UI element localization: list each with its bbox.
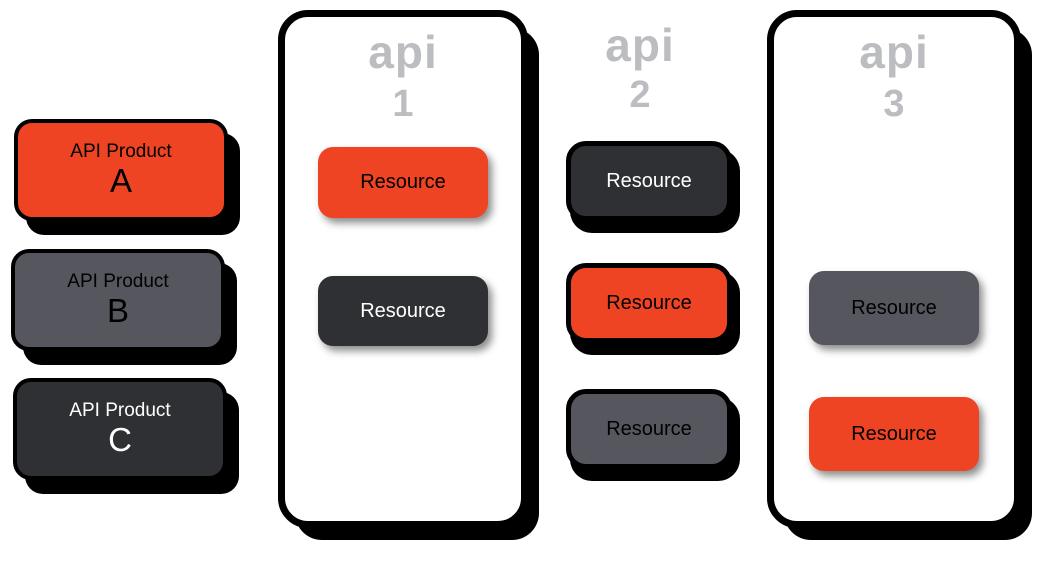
api-1-resource-2-label: Resource <box>360 299 446 322</box>
api-3-title-number: 3 <box>883 83 905 125</box>
api-1-resource-2: Resource <box>318 276 488 346</box>
api-3-resource-1-label: Resource <box>851 296 937 319</box>
api-product-b-letter: B <box>106 292 129 329</box>
api-3-container: api 3 Resource Resource <box>767 10 1021 528</box>
api-product-a-label: API Product <box>70 141 172 162</box>
api-2-title: api 2 <box>565 0 715 117</box>
api-2-title-word: api <box>605 19 675 71</box>
api-1-title-word: api <box>368 26 438 78</box>
api-2-resource-1-label: Resource <box>606 169 692 192</box>
api-1-resource-1: Resource <box>318 147 488 218</box>
api-product-b-box: API Product B <box>11 249 225 351</box>
api-1-title-number: 1 <box>392 83 414 125</box>
api-3-title-word: api <box>859 26 929 78</box>
api-2-title-number: 2 <box>629 74 651 116</box>
api-3-resource-1: Resource <box>809 271 979 345</box>
api-2-resource-3-label: Resource <box>606 417 692 440</box>
api-2-resource-2: Resource <box>566 263 732 343</box>
api-2-resource-2-label: Resource <box>606 291 692 314</box>
api-3-resource-2: Resource <box>809 397 979 471</box>
api-1-resource-1-label: Resource <box>360 171 446 193</box>
api-product-b-label: API Product <box>67 271 169 292</box>
api-product-a-box: API Product A <box>14 119 228 221</box>
api-product-a-letter: A <box>109 162 132 199</box>
api-2-resource-3: Resource <box>566 389 732 469</box>
api-product-c-box: API Product C <box>13 378 227 480</box>
api-1-container: api 1 Resource Resource <box>278 10 528 528</box>
api-product-c-label: API Product <box>69 400 171 421</box>
api-3-resource-2-label: Resource <box>851 422 937 445</box>
api-2-resource-1: Resource <box>566 141 732 221</box>
api-product-c-letter: C <box>108 421 132 458</box>
